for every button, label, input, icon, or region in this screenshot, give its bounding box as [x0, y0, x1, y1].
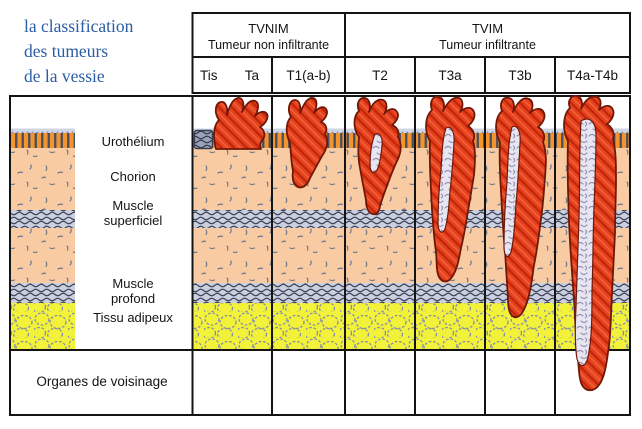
group-subtitle-tvnim: Tumeur non infiltrante — [207, 38, 330, 52]
layer-label-chorion: Chorion — [110, 169, 156, 184]
stage-header-tis-ta: Tis Ta — [192, 68, 272, 84]
layer-label-muscle-profond: Muscle profond — [110, 276, 156, 306]
stage-header-t2: T2 — [372, 68, 388, 83]
grid-lines — [9, 12, 631, 416]
stage-label-tis: Tis — [200, 68, 218, 83]
tumor-tis-in-situ — [193, 129, 214, 150]
group-header-tvim: TVIM — [471, 21, 504, 36]
stage-header-t3b: T3b — [508, 68, 532, 83]
layer-label-tissu-adipeux: Tissu adipeux — [93, 310, 173, 325]
tumor-t4 — [563, 95, 617, 392]
tumor-t3b — [495, 96, 547, 319]
layer-label-organes-de-voisinage: Organes de voisinage — [36, 374, 168, 389]
group-subtitle-tvim: Tumeur infiltrante — [439, 38, 536, 52]
stage-header-t4: T4a-T4b — [566, 68, 619, 83]
layer-label-muscle-superficiel: Muscle superficiel — [103, 198, 163, 228]
diagram-title: la classification des tumeurs de la vess… — [24, 16, 134, 86]
group-header-tvnim: TVNIM — [248, 21, 289, 36]
layer-label-urothelium: Urothélium — [101, 134, 165, 149]
tumor-t2 — [353, 97, 402, 216]
tumor-t3a — [425, 95, 476, 283]
stage-label-ta: Ta — [244, 68, 259, 83]
tumor-t1 — [285, 97, 329, 189]
stage-header-t1: T1(a-b) — [286, 68, 331, 83]
tumor-ta-papillary — [213, 97, 269, 150]
stage-header-t3a: T3a — [438, 68, 462, 83]
